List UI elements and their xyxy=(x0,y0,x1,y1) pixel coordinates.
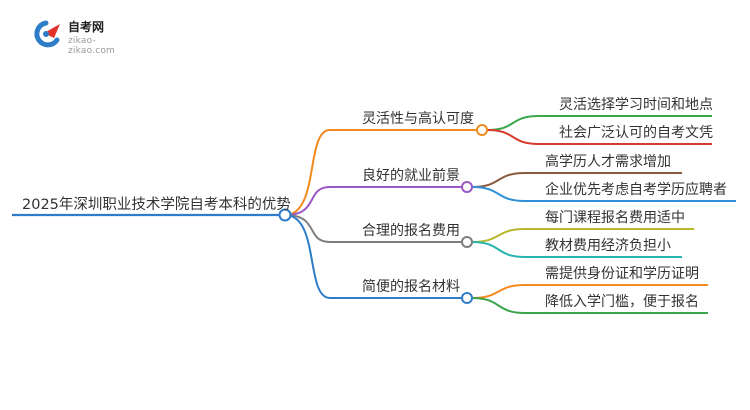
branch-node xyxy=(461,181,473,193)
branch-topic: 良好的就业前景 xyxy=(362,168,460,184)
leaf-topic: 教材费用经济负担小 xyxy=(545,238,671,254)
leaf-topic: 每门课程报名费用适中 xyxy=(545,210,685,226)
leaf-connector xyxy=(471,297,708,314)
logo-icon xyxy=(34,20,60,48)
site-logo: 自考网 zikao-zikao.com xyxy=(30,16,140,56)
branch-node xyxy=(461,236,473,248)
leaf-connector xyxy=(471,241,682,258)
branch-connector xyxy=(284,214,331,299)
leaf-topic: 需提供身份证和学历证明 xyxy=(545,266,699,282)
branch-connector xyxy=(284,186,331,216)
branch-topic: 灵活性与高认可度 xyxy=(362,111,474,127)
branch-topic: 简便的报名材料 xyxy=(362,279,460,295)
branch-node xyxy=(461,292,473,304)
logo-title: 自考网 xyxy=(68,20,105,34)
root-node xyxy=(278,208,292,222)
branch-node xyxy=(476,124,488,136)
leaf-topic: 高学历人才需求增加 xyxy=(545,154,671,170)
leaf-connector xyxy=(486,129,712,145)
branch-connector xyxy=(284,214,331,243)
root-topic: 2025年深圳职业技术学院自考本科的优势 xyxy=(22,197,291,213)
branch-connector xyxy=(284,129,331,216)
leaf-topic: 社会广泛认可的自考文凭 xyxy=(559,125,713,141)
leaf-connector xyxy=(471,186,736,202)
logo-url: zikao-zikao.com xyxy=(68,36,116,56)
branch-topic: 合理的报名费用 xyxy=(362,223,460,239)
leaf-topic: 灵活选择学习时间和地点 xyxy=(559,97,713,113)
leaf-topic: 降低入学门槛，便于报名 xyxy=(545,294,699,310)
leaf-topic: 企业优先考虑自考学历应聘者 xyxy=(545,182,727,198)
